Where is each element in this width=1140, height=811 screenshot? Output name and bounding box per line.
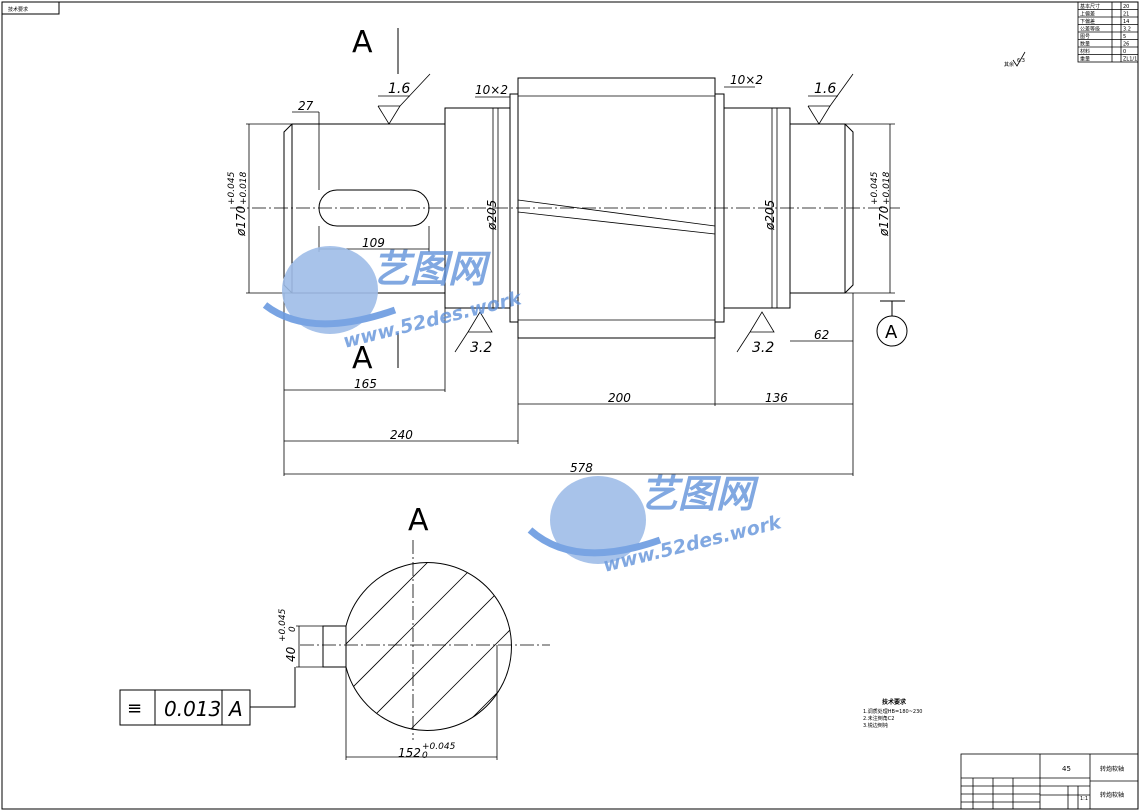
dim-dia-right-tol-upper: +0.045 — [870, 171, 880, 205]
rev-val-7: ZL1/1 — [1123, 57, 1137, 63]
dim-section-tol-lower: 0 — [422, 751, 428, 761]
notes-heading: 技术要求 — [882, 698, 907, 706]
watermark-2: 艺图网 www.52des.work — [527, 472, 785, 577]
svg-text:3.2: 3.2 — [752, 340, 774, 356]
dim-keyway-offset: 27 — [298, 99, 314, 113]
notes-line-2: 2.未注倒角C2 — [863, 715, 894, 722]
title-part-name: 转炮软轴 — [1100, 765, 1124, 773]
notes-line-3: 3.锐边倒钝 — [863, 722, 888, 729]
rev-val-5: 26 — [1123, 42, 1129, 48]
tolerance-frame: ≡ 0.013 A — [119, 667, 296, 726]
section-label-bottom: A — [352, 341, 373, 376]
dim-62: 62 — [814, 328, 829, 342]
rev-val-2: 14 — [1123, 19, 1129, 25]
watermark-1: 艺图网 www.52des.work — [262, 246, 525, 353]
rev-val-1: 21 — [1123, 12, 1129, 18]
dim-key-tol-lower: 0 — [288, 626, 298, 632]
datum-circle — [876, 315, 908, 347]
dim-165: 165 — [354, 377, 377, 391]
rev-val-0: 20 — [1123, 4, 1129, 10]
rev-row-1: 上偏差 — [1080, 11, 1095, 18]
rev-row-2: 下偏差 — [1080, 18, 1095, 25]
revision-table: 基本尺寸 上偏差 下偏差 公差等级 图号 数量 材料 重量 20 21 14 3… — [1077, 1, 1139, 63]
tolerance-symbol: ≡ — [127, 698, 142, 719]
dim-136: 136 — [765, 391, 788, 405]
title-block: 45 转炮软轴 转炮软轴 1:1 — [960, 753, 1139, 810]
section-label-top: A — [352, 25, 373, 60]
rev-row-7: 重量 — [1080, 56, 1090, 63]
dim-dia-right: ø170 — [877, 205, 891, 237]
other-finish-symbol — [1012, 51, 1026, 67]
dim-dia-mid-right: ø205 — [763, 200, 777, 231]
svg-text:1.6: 1.6 — [814, 81, 836, 97]
tolerance-value: 0.013 — [164, 697, 221, 721]
dim-dia-right-tol-lower: +0.018 — [882, 171, 892, 205]
keyway-slot — [318, 189, 430, 227]
datum-label: A — [885, 322, 898, 343]
svg-text:1.6: 1.6 — [388, 81, 410, 97]
rev-row-6: 材料 — [1080, 48, 1090, 55]
finish-symbol-right-bottom: 3.2 — [736, 311, 775, 356]
dim-200: 200 — [608, 391, 631, 405]
rev-row-4: 图号 — [1080, 34, 1090, 40]
dim-key-tol-upper: +0.045 — [278, 608, 288, 642]
rev-row-0: 基本尺寸 — [1080, 3, 1100, 10]
dim-dia-left-tol-lower: +0.018 — [239, 171, 249, 205]
rev-row-5: 数量 — [1080, 41, 1090, 48]
title-drawing-no: 转炮软轴 — [1100, 791, 1124, 799]
other-finish-note: 其余 — [1004, 61, 1014, 68]
corner-tag-box — [1, 1, 60, 15]
notes-line-1: 1.调质处理HB=180~230 — [863, 708, 922, 715]
other-finish-value: 6.3 — [1017, 58, 1025, 64]
finish-symbol-left-top: 1.6 — [377, 73, 431, 125]
dim-key-width: 40 — [284, 646, 298, 662]
dim-keyway-length: 109 — [362, 236, 385, 250]
watermark-1-brand: 艺图网 — [372, 247, 491, 291]
title-scale: 1:1 — [1080, 796, 1088, 802]
rev-val-6: 0 — [1123, 49, 1126, 55]
dim-dia-mid-left: ø205 — [485, 200, 499, 231]
dim-240: 240 — [390, 428, 413, 442]
shaft-main-view — [230, 77, 900, 339]
tolerance-datum: A — [227, 697, 243, 721]
dim-section-tol-upper: +0.045 — [422, 742, 456, 752]
rev-val-3: 3.2 — [1123, 27, 1131, 33]
groove-left-label: 10×2 — [475, 83, 508, 97]
dim-dia-left-tol-upper: +0.045 — [227, 171, 237, 205]
rev-row-3: 公差等级 — [1080, 26, 1100, 33]
corner-tag: 技术要求 — [8, 6, 28, 13]
technical-notes: 技术要求 1.调质处理HB=180~230 2.未注倒角C2 3.锐边倒钝 — [863, 698, 922, 729]
dim-dia-left: ø170 — [234, 205, 248, 237]
finish-symbol-left-bottom: 3.2 — [454, 311, 493, 356]
finish-symbol-right-top: 1.6 — [807, 73, 854, 125]
dim-section-depth: 152 — [398, 746, 421, 760]
section-view-label: A — [408, 503, 429, 538]
groove-right-label: 10×2 — [730, 73, 763, 87]
rev-val-4: 5 — [1123, 34, 1126, 40]
watermark-2-brand: 艺图网 — [640, 472, 759, 516]
title-material: 45 — [1062, 765, 1071, 773]
svg-text:3.2: 3.2 — [470, 340, 492, 356]
section-view — [296, 540, 550, 760]
dim-578: 578 — [570, 461, 593, 475]
